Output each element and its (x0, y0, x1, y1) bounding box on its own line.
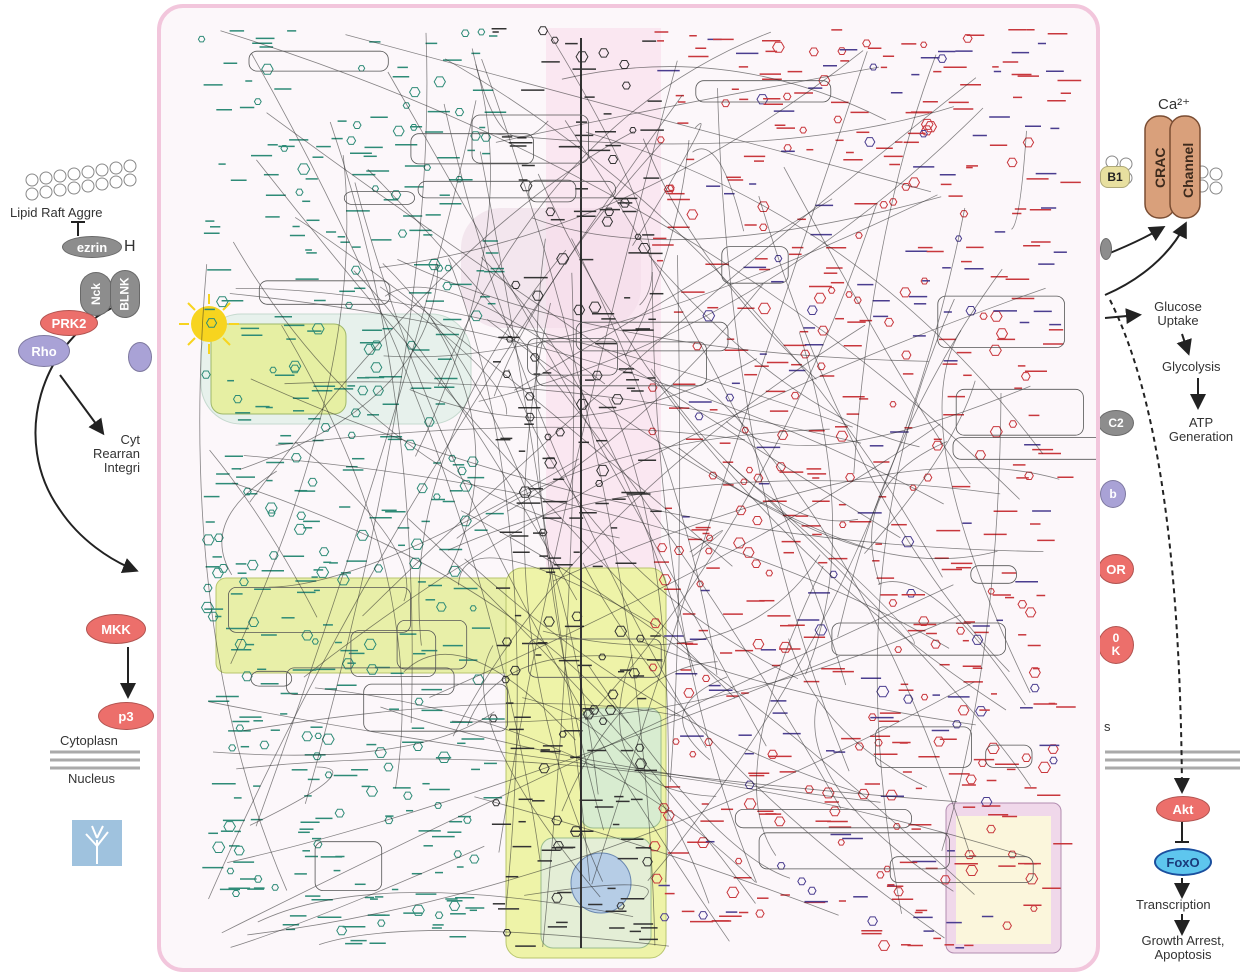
atp-generation-label: ATP Generation (1168, 415, 1234, 444)
metabolite-network (197, 26, 1096, 951)
arrow-to-crac-1 (1104, 225, 1166, 256)
legend-inner (956, 816, 1051, 944)
metabolic-pathway-map (157, 4, 1100, 972)
rho-node: Rho (18, 335, 70, 367)
nuclear-membrane-left (50, 750, 140, 770)
nucleus-label: Nucleus (68, 771, 115, 786)
crac-channel (1144, 115, 1201, 219)
rho-arrow (59, 374, 105, 436)
akt-node: Akt (1156, 796, 1210, 822)
p3-node: p3 (98, 702, 154, 730)
blnk-node: BLNK (110, 270, 140, 318)
tree-logo (72, 820, 122, 866)
arrow-glucose (1104, 308, 1142, 325)
arrow-glycolysis (1176, 333, 1192, 356)
foxo-node: FoxO (1154, 848, 1212, 876)
prk2-node: PRK2 (40, 310, 98, 336)
region-chloroplast (210, 323, 347, 415)
or-node: OR (1098, 554, 1134, 584)
glycolysis-label: Glycolysis (1162, 359, 1221, 374)
transcription-label: Transcription (1136, 897, 1211, 912)
nck-node: Nck (80, 272, 112, 316)
grey-node-partial (1100, 238, 1112, 260)
s-label: s (1104, 719, 1111, 734)
rho-curve-arrow (34, 304, 139, 573)
b-node: b (1100, 480, 1126, 508)
sun-icon (179, 294, 239, 354)
lipid-raft-membrane (25, 159, 137, 201)
growth-arrest-label: Growth Arrest, Apoptosis (1141, 933, 1225, 962)
nuclear-membrane-right (1105, 750, 1240, 770)
crac-label: CRAC (1152, 147, 1168, 188)
atp-synthase-ring (570, 852, 632, 914)
map-drawing (179, 26, 1096, 959)
cyt-label: Cyt Rearran Integri (93, 432, 140, 475)
mkk-node: MKK (86, 614, 146, 644)
calcium-label: Ca²⁺ (1158, 96, 1191, 113)
b1-node: B1 (1100, 166, 1130, 188)
arrow-to-crac-2 (1104, 221, 1187, 296)
ezrin-node: ezrin (62, 236, 122, 258)
dashed-arrow-akt (1109, 299, 1190, 794)
cytoplasm-label: Cytoplasn (60, 733, 118, 748)
partial-purple-node (128, 342, 152, 372)
channel-label: Channel (1180, 142, 1196, 198)
c2-node: C2 (1098, 410, 1134, 436)
h-label: H (124, 238, 136, 255)
glucose-uptake-label: Glucose Uptake (1154, 299, 1202, 328)
lipid-raft-label: Lipid Raft Aggre (10, 205, 103, 220)
